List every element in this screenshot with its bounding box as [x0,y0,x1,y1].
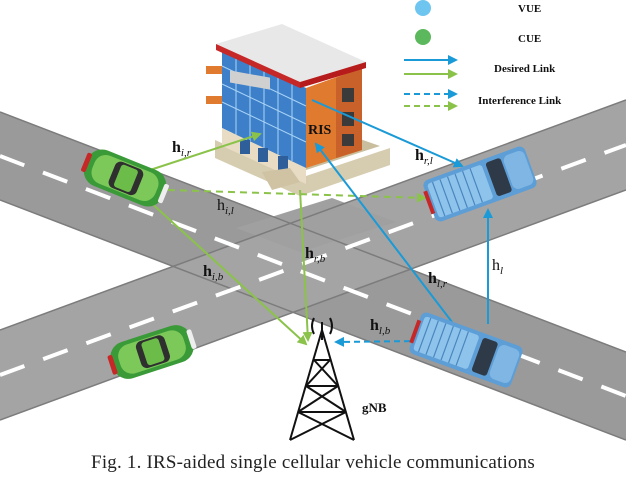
vue-truck-top [423,146,537,222]
building-with-ris [206,24,390,196]
label-h-ib: hi,b [203,263,224,283]
cue-legend-marker [415,29,431,45]
legend: VUE CUE Desired Link Interference Link [404,0,562,111]
label-h-rl: hr,l [415,147,433,167]
link-h-rb [299,189,313,342]
ris-label: RIS [308,123,332,138]
vue-truck-bottom [409,312,523,388]
gnb-tower [289,317,355,441]
label-h-lr: hl,r [428,270,448,290]
link-h-ir [149,131,262,171]
gnb-label: gNB [362,400,387,415]
link-h-lb [334,336,421,347]
label-h-lb: hl,b [370,317,391,337]
channel-labels: hi,r hi,l hr,l hr,b hi,b hl,r hl hl,b [172,139,503,337]
links [147,99,493,347]
vue-legend-marker [415,0,431,16]
cue-car-top [81,149,169,207]
figure-caption: Fig. 1. IRS-aided single cellular vehicl… [91,452,535,473]
link-h-lr [314,142,453,323]
link-h-il [167,189,427,203]
svg-text:VUE: VUE [518,3,541,15]
svg-text:Interference Link: Interference Link [478,95,562,107]
cue-car-bottom [107,325,197,379]
svg-text:CUE: CUE [518,33,541,45]
link-h-ib [147,199,308,346]
link-h-rl [311,99,464,168]
label-h-l: hl [492,257,503,277]
label-h-ir: hi,r [172,139,192,159]
label-h-il: hi,l [217,197,234,217]
svg-text:Desired Link: Desired Link [494,63,556,75]
label-h-rb: hr,b [305,245,326,265]
